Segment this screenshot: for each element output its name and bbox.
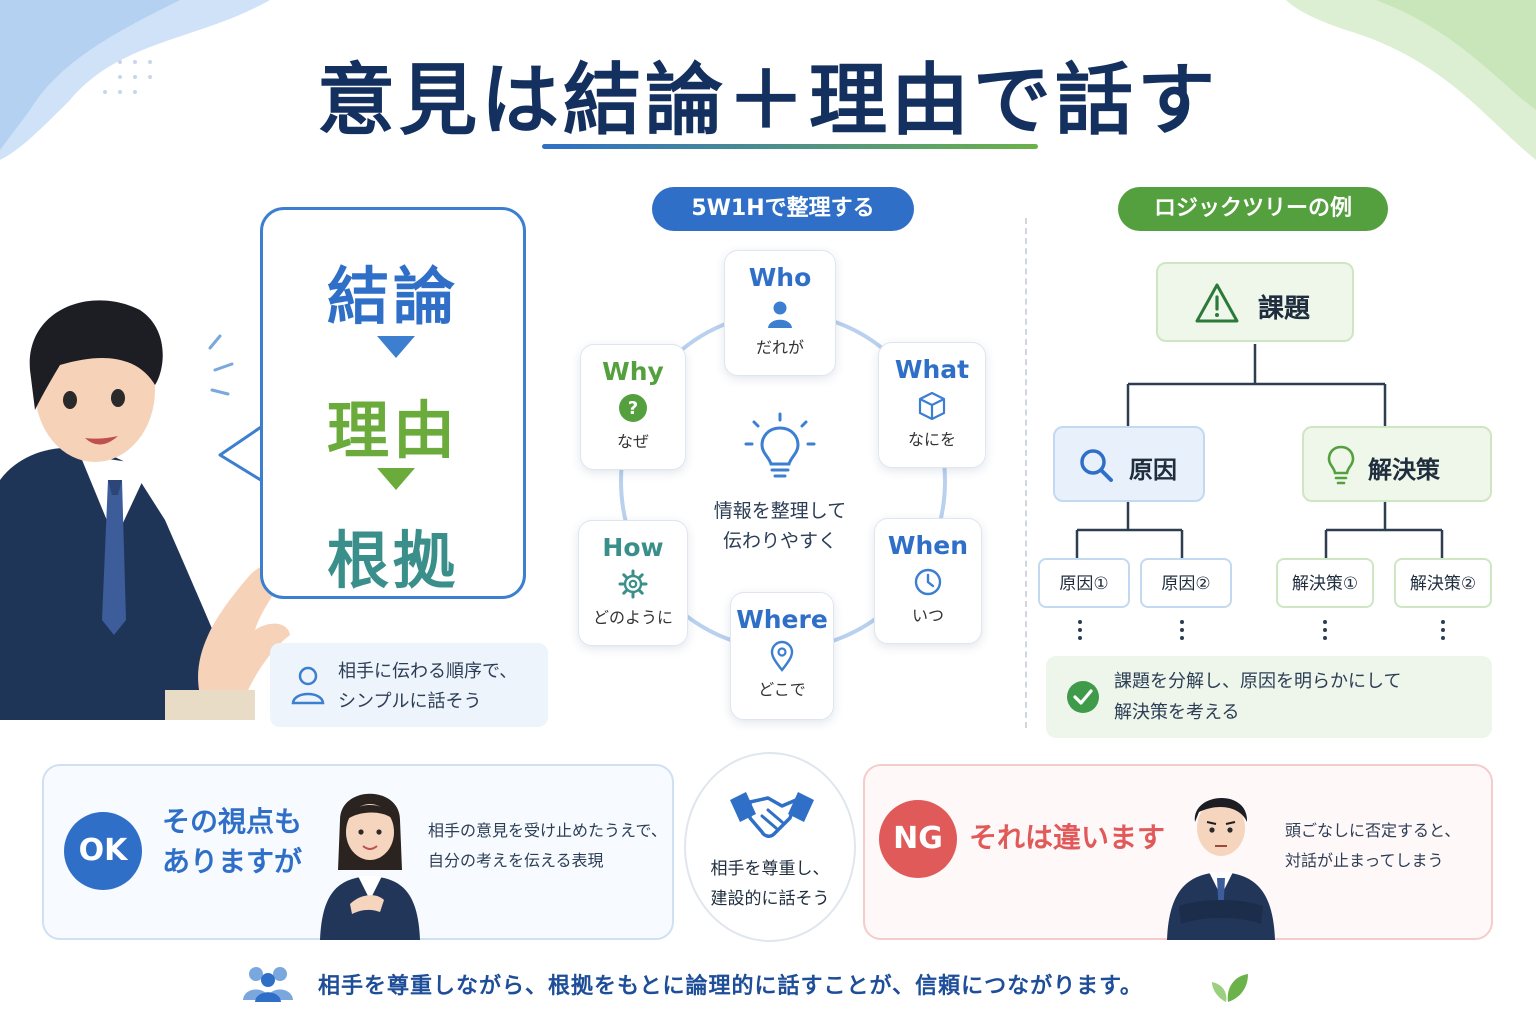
- ng-phrase: それは違います: [969, 821, 1166, 854]
- step-conclusion: 結論: [326, 260, 459, 333]
- title-underline: [542, 144, 1038, 149]
- tree-solution-leaf-2: 解決策②: [1394, 558, 1492, 608]
- section-divider: [1025, 218, 1027, 728]
- structure-bubble: 結論 理由 根拠: [260, 207, 526, 599]
- card-why-label: Why: [602, 357, 664, 386]
- man-arms-crossed-illustration: [1167, 797, 1275, 940]
- speaker-illustration: [0, 300, 290, 720]
- tip-box: 相手に伝わる順序で、 シンプルに話そう: [270, 643, 548, 727]
- decorative-wave-top-left: [0, 0, 270, 160]
- summary-line-2: 解決策を考える: [1114, 702, 1240, 723]
- card-who-label: Who: [748, 263, 812, 292]
- tree-solution-leaf-1: 解決策①: [1276, 558, 1374, 608]
- card-when-label: When: [887, 531, 969, 560]
- ng-desc-line-2: 対話が止まってしまう: [1285, 851, 1444, 870]
- step-evidence: 根拠: [326, 524, 459, 597]
- leaf-icon: [1212, 974, 1248, 1002]
- ok-phrase-line-1: その視点も: [162, 805, 303, 838]
- ok-desc-line-1: 相手の意見を受け止めたうえで、: [428, 821, 667, 840]
- card-what: What なにを: [878, 342, 986, 468]
- summary-line-1: 課題を分解し、原因を明らかにして: [1114, 671, 1402, 692]
- tip-line-2: シンプルに話そう: [338, 691, 482, 712]
- lightbulb-icon: [744, 412, 816, 478]
- tip-line-1: 相手に伝わる順序で、: [338, 661, 518, 682]
- gear-icon: [618, 569, 648, 599]
- center-text-line-1: 情報を整理して: [713, 500, 847, 522]
- card-how-sub: どのように: [592, 608, 673, 627]
- respect-line-2: 建設的に話そう: [710, 889, 830, 909]
- card-where-sub: どこで: [758, 680, 806, 699]
- ok-phrase-line-2: ありますが: [162, 845, 303, 878]
- footer-message: 相手を尊重しながら、根拠をもとに論理的に話すことが、信頼につながります。: [318, 974, 1143, 999]
- arrow-down-icon: [377, 468, 415, 490]
- card-where: Where どこで: [730, 592, 834, 720]
- decorative-wave-top-right: [1286, 0, 1536, 160]
- box-icon: [918, 391, 946, 421]
- person-outline-icon: [291, 666, 325, 705]
- continuation-dots: [1078, 620, 1445, 640]
- warning-icon: [1195, 283, 1239, 323]
- page-title: 意見は結論＋理由で話す: [316, 56, 1219, 146]
- card-why: Why ? なぜ: [580, 344, 686, 470]
- bubble-tail: [218, 423, 266, 484]
- ok-desc-line-2: 自分の考えを伝える表現: [428, 851, 604, 870]
- fivew1h-header: 5W1Hで整理する: [652, 187, 914, 231]
- card-when-sub: いつ: [911, 606, 944, 625]
- ng-example-box: NG それは違います 頭ごなしに否定すると、 対話が止まってしまう: [863, 764, 1493, 940]
- card-when: When いつ: [874, 518, 982, 644]
- card-how-label: How: [602, 533, 664, 562]
- tree-cause-label: 原因: [1129, 456, 1177, 484]
- logic-tree-header: ロジックツリーの例: [1118, 187, 1388, 231]
- person-icon: [768, 301, 792, 328]
- card-how: How どのように: [578, 520, 688, 646]
- logic-tree-summary: 課題を分解し、原因を明らかにして 解決策を考える: [1046, 656, 1492, 738]
- tree-cause-leaf-2: 原因②: [1140, 558, 1232, 608]
- tree-connectors: [1075, 344, 1444, 558]
- svg-text:?: ?: [628, 398, 638, 419]
- tree-cause-leaf-1: 原因①: [1038, 558, 1130, 608]
- ok-badge: OK: [64, 812, 142, 890]
- fivew1h-center-text: 情報を整理して 伝わりやすく: [690, 496, 870, 556]
- people-group-icon: [243, 967, 293, 1002]
- card-why-sub: なぜ: [616, 432, 649, 451]
- ok-example-box: OK その視点も ありますが 相手の意見を受け止めたうえで、 自分の考えを伝える…: [42, 764, 674, 940]
- card-who: Who だれが: [724, 250, 836, 376]
- lightbulb-icon: [1327, 445, 1355, 485]
- card-who-sub: だれが: [755, 338, 804, 357]
- woman-illustration: [320, 793, 420, 940]
- respect-message-circle: 相手を尊重し、 建設的に話そう: [684, 752, 856, 942]
- tree-root-label: 課題: [1258, 294, 1311, 324]
- tree-solution-node: 解決策: [1302, 426, 1492, 502]
- ng-desc-line-1: 頭ごなしに否定すると、: [1285, 821, 1461, 840]
- card-what-sub: なにを: [907, 430, 956, 449]
- tree-cause-node: 原因: [1053, 426, 1205, 502]
- check-circle-icon: [1067, 681, 1099, 713]
- tree-solution-label: 解決策: [1368, 456, 1440, 484]
- step-reason: 理由: [326, 394, 459, 467]
- tree-root-node: 課題: [1156, 262, 1354, 342]
- question-icon: ?: [619, 394, 647, 422]
- card-what-label: What: [894, 355, 970, 384]
- search-icon: [1080, 449, 1113, 482]
- location-pin-icon: [770, 640, 794, 672]
- arrow-down-icon: [377, 336, 415, 358]
- clock-icon: [914, 568, 942, 596]
- card-where-label: Where: [736, 605, 828, 634]
- ng-badge: NG: [879, 800, 957, 878]
- handshake-icon: [730, 792, 814, 838]
- respect-line-1: 相手を尊重し、: [710, 859, 830, 879]
- center-text-line-2: 伝わりやすく: [722, 530, 837, 552]
